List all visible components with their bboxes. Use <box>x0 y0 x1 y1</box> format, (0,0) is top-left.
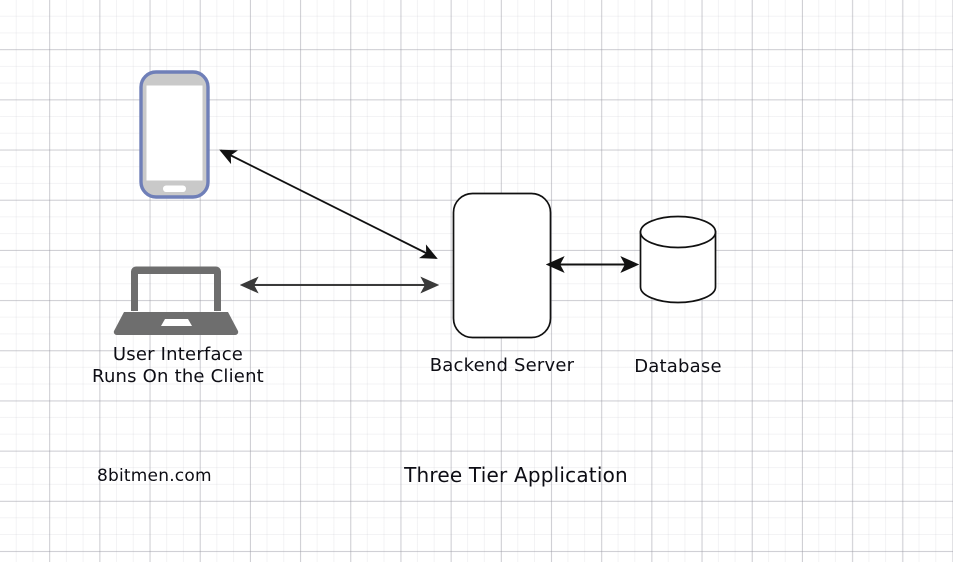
watermark-label: 8bitmen.com <box>97 466 212 486</box>
database-cylinder <box>639 215 717 304</box>
backend-server-label: Backend Server <box>429 355 575 376</box>
client-tier-label-line2: Runs On the Client <box>92 366 264 387</box>
backend-server-box <box>452 192 552 339</box>
diagram-title: Three Tier Application <box>404 463 628 487</box>
connector-mobile-to-server <box>219 149 438 259</box>
client-tier-label-line1: User Interface <box>112 344 244 365</box>
mobile-phone-icon <box>139 70 210 199</box>
laptop-icon <box>113 266 239 335</box>
client-tier-label: User Interface Runs On the Client <box>92 344 264 388</box>
database-label: Database <box>634 356 722 377</box>
